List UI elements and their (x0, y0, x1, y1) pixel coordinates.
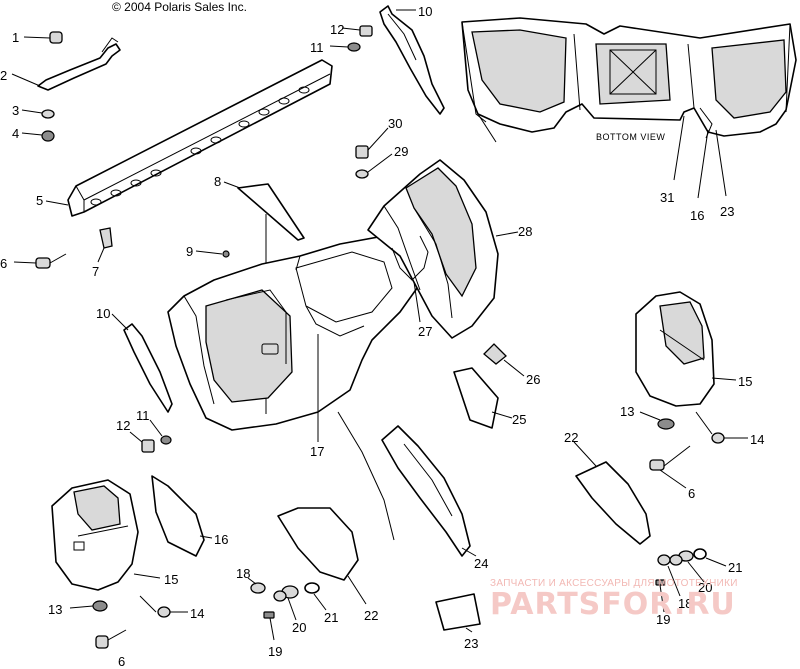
bracket-2 (11, 37, 121, 91)
callout: 19 (656, 612, 670, 627)
callout: 24 (474, 556, 488, 571)
panel-8 (223, 181, 305, 266)
bolt-19-right (655, 579, 666, 613)
fastener-14-right (695, 411, 748, 444)
callout: 1 (12, 30, 19, 45)
callout: 11 (310, 40, 324, 55)
callout: 29 (394, 144, 408, 159)
callout: 25 (512, 412, 526, 427)
screw-6-left (13, 253, 67, 269)
washer-29 (355, 153, 393, 179)
hose-27 (391, 235, 429, 323)
callout: 16 (214, 532, 228, 547)
callout: 3 (12, 103, 19, 118)
callout: 6 (688, 486, 695, 501)
callout: 13 (620, 404, 634, 419)
callout: 6 (118, 654, 125, 669)
callout: 11 (136, 408, 150, 423)
retainer-30 (355, 127, 389, 159)
callout: 4 (12, 126, 19, 141)
callout: 30 (388, 116, 402, 131)
callout: 13 (48, 602, 62, 617)
shroud-28 (367, 159, 519, 339)
rear-fender-17 (167, 235, 421, 442)
rivet-9 (195, 250, 230, 258)
trim-strip-10-top (379, 5, 445, 115)
leader-17-continue (337, 411, 395, 541)
callout: 18 (678, 596, 692, 611)
rack-bar-5 (45, 59, 333, 217)
callout: 26 (526, 372, 540, 387)
clip-7 (97, 227, 113, 263)
watermark-tagline: ЗАПЧАСТИ И АКСЕССУАРЫ ДЛЯ МОТОТЕХНИКИ (490, 578, 738, 589)
callout: 17 (310, 444, 324, 459)
decal-25 (453, 367, 513, 429)
bottom-view-inset (461, 17, 797, 199)
callout: 16 (690, 208, 704, 223)
bushing-21-right (693, 548, 727, 567)
callout: 28 (518, 224, 532, 239)
callout: 6 (0, 256, 7, 271)
screw-6-bottom-left (95, 629, 127, 649)
nut-13-left (69, 600, 108, 612)
screw-11-left (149, 419, 172, 445)
callout: 8 (214, 174, 221, 189)
callout: 18 (236, 566, 250, 581)
washer-3 (21, 109, 55, 119)
bottom-view-caption: BOTTOM VIEW (596, 132, 665, 142)
mud-strip-24 (381, 425, 477, 557)
callout-labels: 1 2 3 4 5 6 7 8 9 10 11 12 30 29 28 27 2… (0, 4, 764, 669)
copyright-text: © 2004 Polaris Sales Inc. (112, 0, 247, 14)
callout: 9 (186, 244, 193, 259)
nut-13-right (639, 411, 675, 430)
footwell-15-right (635, 291, 737, 407)
callout: 15 (738, 374, 752, 389)
callout: 10 (418, 4, 432, 19)
floor-pad-22-center (277, 507, 367, 605)
callout: 22 (564, 430, 578, 445)
fastener-14-left (139, 595, 188, 618)
callout: 12 (330, 22, 344, 37)
callout: 23 (720, 204, 734, 219)
callout: 10 (96, 306, 110, 321)
washer-20-center (273, 585, 299, 621)
watermark-site: PARTSFOR.RU (490, 587, 736, 622)
callout: 12 (116, 418, 130, 433)
nut-4 (21, 130, 55, 142)
clip-12-left (129, 431, 155, 453)
callout: 14 (190, 606, 204, 621)
grommet-18-center (247, 577, 266, 594)
callout: 7 (92, 264, 99, 279)
callout: 27 (418, 324, 432, 339)
watermark: ЗАПЧАСТИ И АКСЕССУАРЫ ДЛЯ МОТОТЕХНИКИ PA… (490, 578, 738, 622)
decal-23-bottom (435, 593, 481, 633)
clip-12-top (341, 25, 373, 37)
decal-26 (483, 343, 525, 377)
cap-nut-1 (23, 31, 63, 44)
callout: 2 (0, 68, 7, 83)
callout: 15 (164, 572, 178, 587)
callout: 23 (464, 636, 478, 651)
trim-strip-10-left (111, 313, 173, 413)
screw-6-right (649, 445, 691, 489)
callout: 21 (324, 610, 338, 625)
screw-11-top (329, 42, 361, 52)
footwell-15-left (51, 479, 161, 591)
callout: 22 (364, 608, 378, 623)
callout: 31 (660, 190, 674, 205)
floor-pad-22-right (573, 441, 651, 545)
splash-guard-16-left (151, 475, 213, 557)
washer-20-right (669, 550, 705, 583)
callout: 5 (36, 193, 43, 208)
bushing-21-center (304, 582, 327, 611)
callout: 20 (698, 580, 712, 595)
callout: 19 (268, 644, 282, 659)
callout: 20 (292, 620, 306, 635)
bolt-19-center (263, 611, 275, 641)
callout: 14 (750, 432, 764, 447)
callout: 21 (728, 560, 742, 575)
